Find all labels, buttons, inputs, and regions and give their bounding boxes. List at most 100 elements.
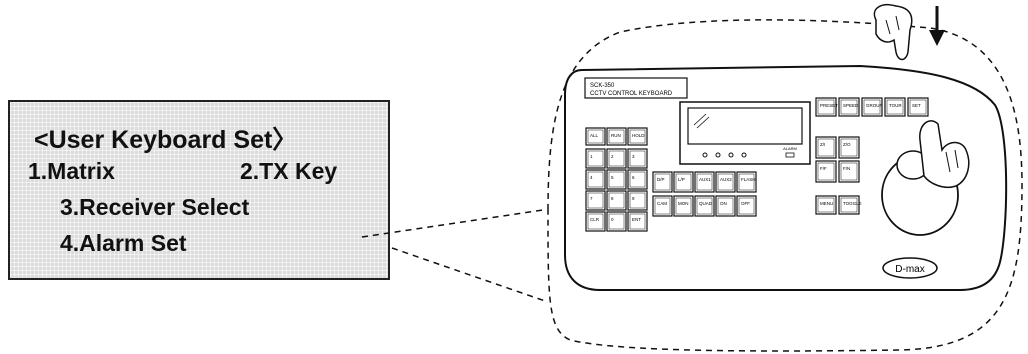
function-key[interactable]: OFF bbox=[736, 195, 757, 217]
key-label: Z/I bbox=[820, 142, 825, 147]
keyboard-model-text: SCK-350 bbox=[590, 83, 615, 89]
keypad-key[interactable]: 8 bbox=[606, 190, 627, 211]
control-key[interactable]: MENU bbox=[815, 195, 837, 215]
key-label: TOGGLE bbox=[843, 201, 862, 206]
menu-item-tx-key[interactable]: 2.TX Key bbox=[240, 158, 338, 184]
led-indicator bbox=[741, 152, 747, 158]
function-keys: D/P L/P AUX1 AUX2 FLASH CAM MON QUAD ON OFF bbox=[652, 171, 757, 217]
keypad-key[interactable]: 6 bbox=[627, 169, 648, 190]
brand-text: D-max bbox=[895, 264, 924, 275]
callout-line-top bbox=[361, 209, 544, 238]
control-key[interactable]: TOGGLE bbox=[838, 195, 862, 215]
menu-title: <User Keyboard Set〉 bbox=[34, 126, 298, 154]
led-indicator bbox=[702, 152, 708, 158]
keypad-key[interactable]: 9 bbox=[627, 190, 648, 211]
key-label: SET bbox=[912, 103, 921, 108]
key-label: L/P bbox=[678, 177, 685, 182]
menu-item-alarm-set[interactable]: 4.Alarm Set bbox=[60, 230, 187, 256]
menu-item-receiver-select[interactable]: 3.Receiver Select bbox=[60, 194, 250, 220]
brand-logo bbox=[882, 257, 938, 279]
key-label: FLASH bbox=[741, 177, 756, 182]
keyboard-name-text: CCTV CONTROL KEYBOARD bbox=[590, 91, 673, 97]
function-key[interactable]: CAM bbox=[652, 195, 673, 217]
pressing-hand-icon bbox=[873, 4, 913, 61]
keypad-key[interactable]: 7 bbox=[585, 190, 606, 211]
key-label: 8 bbox=[611, 196, 614, 201]
control-key[interactable]: TOUR bbox=[884, 97, 906, 117]
keypad-key[interactable]: 0 bbox=[606, 211, 627, 232]
key-label: 3 bbox=[632, 154, 635, 159]
keypad-key[interactable]: 5 bbox=[606, 169, 627, 190]
joystick-hand-icon bbox=[919, 120, 970, 188]
function-key[interactable]: L/P bbox=[673, 171, 694, 193]
function-key[interactable]: FLASH bbox=[736, 171, 757, 193]
key-label: 4 bbox=[590, 175, 593, 180]
key-label: TOUR bbox=[889, 103, 902, 108]
key-label: 6 bbox=[632, 175, 635, 180]
function-key[interactable]: AUX2 bbox=[715, 171, 736, 193]
key-label: F/N bbox=[843, 166, 850, 171]
alarm-led bbox=[785, 152, 795, 158]
function-key[interactable]: D/P bbox=[652, 171, 673, 193]
key-label: PRESET bbox=[820, 103, 838, 108]
lcd-menu-screen: <User Keyboard Set〉 1.Matrix 2.TX Key 3.… bbox=[8, 100, 390, 280]
key-label: 2 bbox=[611, 154, 614, 159]
key-label: Z/O bbox=[843, 142, 851, 147]
key-label: 5 bbox=[611, 175, 614, 180]
keyboard-body bbox=[564, 64, 1008, 291]
keypad-key[interactable]: 3 bbox=[627, 148, 648, 169]
key-label: MON bbox=[678, 201, 689, 206]
keypad-key[interactable]: 1 bbox=[585, 148, 606, 169]
key-label: RUN bbox=[611, 133, 621, 138]
zoom-outline bbox=[547, 19, 1023, 352]
key-label: HOLD bbox=[632, 133, 645, 138]
keypad-key[interactable]: HOLD bbox=[627, 127, 648, 146]
control-keys: PRESET SPEED GROUP TOUR SET Z/I Z/O F/F F/N MENU T… bbox=[815, 97, 929, 215]
key-label: CAM bbox=[657, 201, 667, 206]
key-label: CLR bbox=[590, 217, 600, 222]
key-label: 0 bbox=[611, 217, 614, 222]
key-label: 7 bbox=[590, 196, 593, 201]
keypad-key[interactable]: 4 bbox=[585, 169, 606, 190]
alarm-label: ALARM bbox=[783, 146, 797, 151]
key-label: OFF bbox=[741, 201, 750, 206]
control-key[interactable]: Z/I bbox=[815, 136, 837, 159]
key-label: F/F bbox=[820, 166, 827, 171]
control-key[interactable]: GROUP bbox=[861, 97, 883, 117]
press-down-arrow-icon bbox=[929, 6, 945, 46]
control-key[interactable]: SET bbox=[907, 97, 929, 117]
keyboard-lcd-window bbox=[687, 107, 803, 145]
control-key[interactable]: PRESET bbox=[815, 97, 838, 117]
function-key[interactable]: QUAD bbox=[694, 195, 715, 217]
function-key[interactable]: AUX1 bbox=[694, 171, 715, 193]
callout-line-bottom bbox=[391, 247, 549, 303]
keypad-key[interactable]: RUN bbox=[606, 127, 627, 146]
menu-item-matrix[interactable]: 1.Matrix bbox=[28, 158, 115, 184]
led-indicator bbox=[728, 152, 734, 158]
control-key[interactable]: F/N bbox=[838, 160, 860, 183]
key-label: D/P bbox=[657, 177, 665, 182]
key-label: QUAD bbox=[699, 201, 713, 206]
key-label: AUX2 bbox=[720, 177, 732, 182]
key-label: AUX1 bbox=[699, 177, 711, 182]
keyboard-label-plate bbox=[584, 77, 688, 99]
key-label: ENT bbox=[632, 217, 641, 222]
control-key[interactable]: Z/O bbox=[838, 136, 860, 159]
led-indicator bbox=[715, 152, 721, 158]
key-label: 9 bbox=[632, 196, 635, 201]
keypad-key[interactable]: ALL bbox=[585, 127, 606, 146]
function-key[interactable]: ON bbox=[715, 195, 736, 217]
keypad-key[interactable]: 2 bbox=[606, 148, 627, 169]
key-label: GROUP bbox=[866, 103, 883, 108]
key-label: MENU bbox=[820, 201, 833, 206]
keypad-key[interactable]: CLR bbox=[585, 211, 606, 232]
control-key[interactable]: SPEED bbox=[838, 97, 860, 117]
control-key[interactable]: F/F bbox=[815, 160, 837, 183]
key-label: SPEED bbox=[843, 103, 859, 108]
key-label: 1 bbox=[590, 154, 593, 159]
key-label: ON bbox=[720, 201, 727, 206]
function-key[interactable]: MON bbox=[673, 195, 694, 217]
keypad-key[interactable]: ENT bbox=[627, 211, 648, 232]
